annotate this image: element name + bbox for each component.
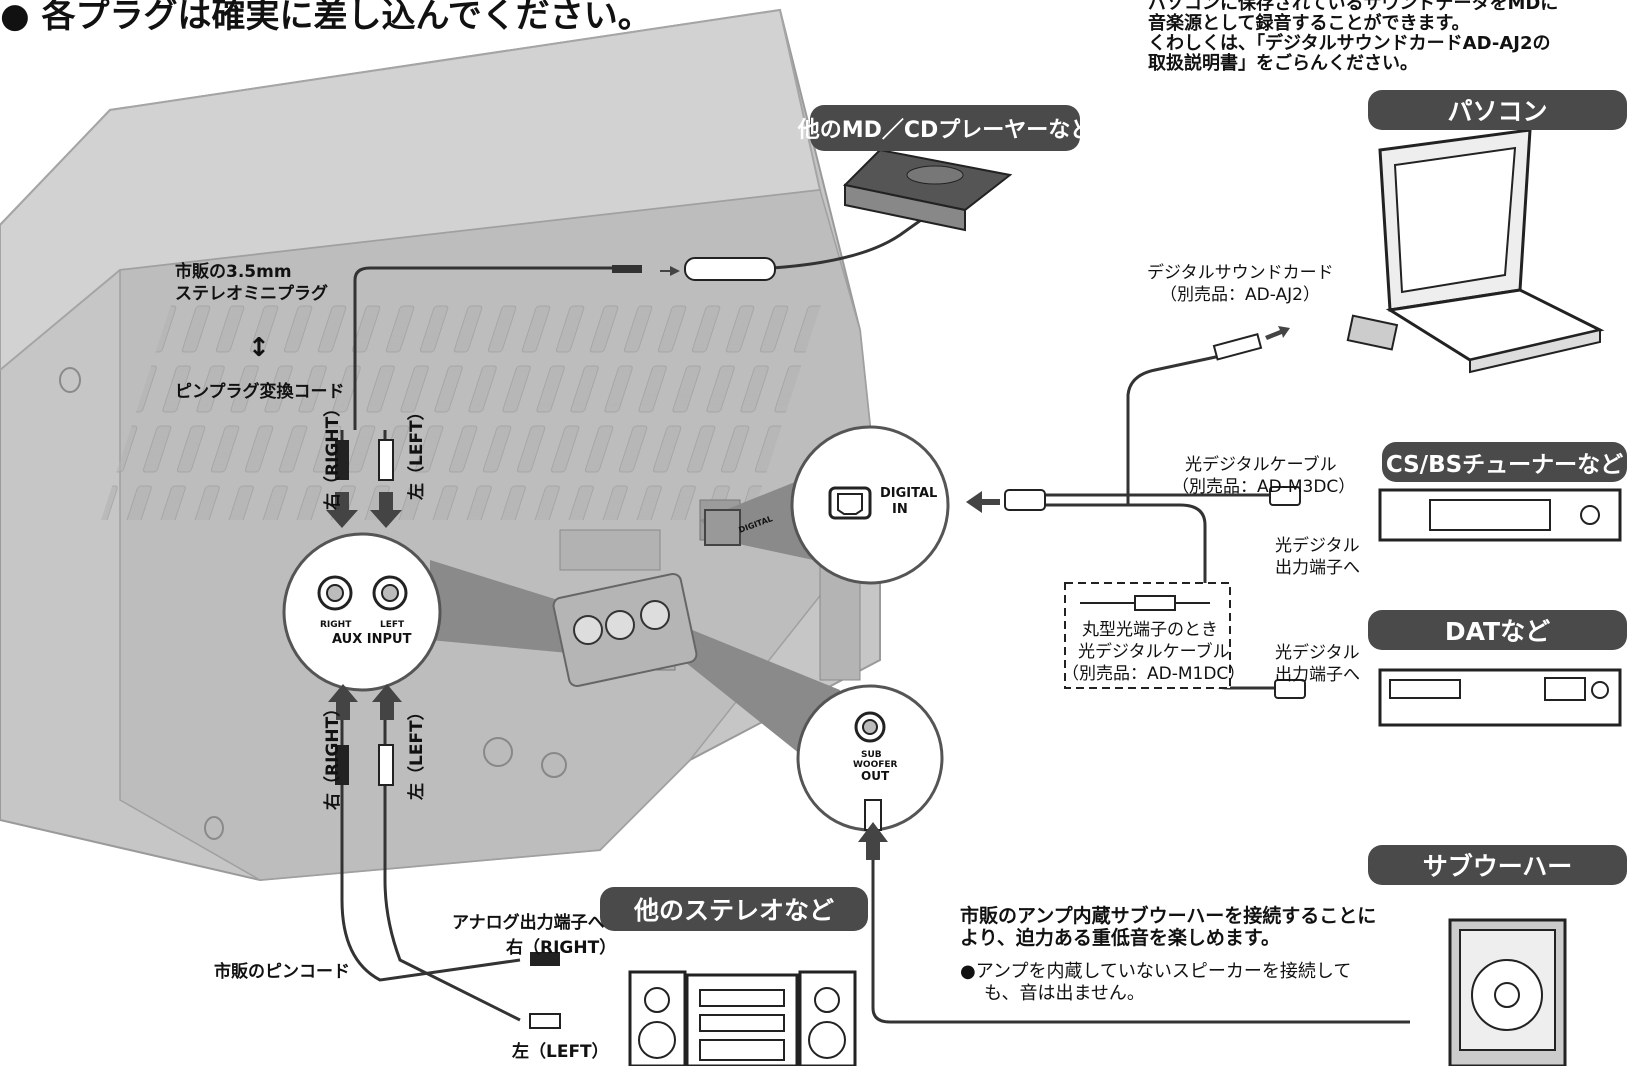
laptop-illustration xyxy=(1346,128,1605,374)
round-label-3: （別売品：AD-M1DC） xyxy=(1062,664,1246,684)
digital-in-text-2: IN xyxy=(892,502,908,517)
sub-note-line-2: より、迫力ある重低音を楽しめます。 xyxy=(960,927,1280,949)
tuner-illustration xyxy=(1378,488,1622,542)
aux-right-text: RIGHT xyxy=(320,620,352,630)
left-label-bottom: 左（LEFT） xyxy=(407,703,427,800)
sub-text-3: OUT xyxy=(861,769,890,783)
pc-note-line-1: パソコンに保存されているサウンドデータをMDに xyxy=(1148,0,1559,14)
tag-other-md-cd: 他のMD／CDプレーヤーなど xyxy=(798,105,1092,151)
plugs xyxy=(335,257,1306,1029)
tag-dat: DATなど xyxy=(1368,610,1627,650)
md-player-illustration xyxy=(842,148,1013,232)
right-out-label: 右（RIGHT） xyxy=(506,938,617,958)
sub-text-1: SUB xyxy=(861,750,882,760)
optical-cable-label-1: 光デジタルケーブル xyxy=(1185,455,1337,475)
pc-note-line-3: くわしくは、「デジタルサウンドカードAD-AJ2の xyxy=(1148,33,1551,54)
right-label-top: 右（RIGHT） xyxy=(323,399,343,510)
updown-arrow-icon: ↕ xyxy=(248,333,270,363)
pin-convert-label: ピンプラグ変換コード xyxy=(175,382,345,402)
plug-insert-note: ● 各プラグは確実に差し込んでください。 xyxy=(0,0,652,36)
optical-out-dat-label-2: 出力端子へ xyxy=(1275,665,1360,685)
round-cable-icon xyxy=(1080,595,1210,611)
tag-other-stereo: 他のステレオなど xyxy=(600,887,868,931)
mini-plug-label-2: ステレオミニプラグ xyxy=(175,284,328,304)
sound-card-label-1: デジタルサウンドカード xyxy=(1147,263,1334,283)
sub-text-2: WOOFER xyxy=(853,760,898,770)
stereo-illustration xyxy=(628,970,857,1066)
right-label-bottom: 右（RIGHT） xyxy=(323,699,343,810)
aux-input-magnifier xyxy=(282,532,442,692)
dat-illustration xyxy=(1378,668,1622,727)
pc-note-line-4: 取扱説明書」をごらんください。 xyxy=(1148,53,1418,74)
sub-note-line-1: 市販のアンプ内蔵サブウーハーを接続することに xyxy=(960,905,1377,927)
stereo-unit-illustration xyxy=(0,8,881,882)
optical-out-label-1: 光デジタル xyxy=(1275,536,1360,556)
sub-warn-line-1: ●アンプを内蔵していないスピーカーを接続して xyxy=(960,961,1352,982)
left-label-top: 左（LEFT） xyxy=(407,403,427,500)
optical-cable-label-2: （別売品：AD-M3DC） xyxy=(1172,477,1356,497)
pc-note-line-2: 音楽源として録音することができます。 xyxy=(1148,13,1470,34)
panel-jacks xyxy=(552,509,741,688)
analog-out-label: アナログ出力端子へ xyxy=(452,913,605,933)
direction-arrows xyxy=(326,266,1290,860)
tag-pc: パソコン xyxy=(1368,90,1627,130)
aux-left-text: LEFT xyxy=(380,620,405,630)
sound-card-label-2: （別売品：AD-AJ2） xyxy=(1160,285,1320,305)
optical-out-label-2: 出力端子へ xyxy=(1275,558,1360,578)
mini-plug-label-1: 市販の3.5mm xyxy=(175,262,292,282)
tag-subwoofer: サブウーハー xyxy=(1368,845,1627,885)
digital-in-text-1: DIGITAL xyxy=(880,486,938,501)
subwoofer-illustration xyxy=(1448,918,1567,1066)
sub-warn-line-2: も、音は出ません。 xyxy=(984,983,1145,1004)
optical-out-dat-label-1: 光デジタル xyxy=(1275,643,1360,663)
aux-input-text: AUX INPUT xyxy=(332,632,412,647)
round-label-1: 丸型光端子のとき xyxy=(1082,620,1218,640)
round-label-2: 光デジタルケーブル xyxy=(1078,642,1230,662)
pin-cord-label: 市販のピンコード xyxy=(214,962,350,982)
left-out-label: 左（LEFT） xyxy=(512,1042,609,1062)
tag-cs-bs: CS/BSチューナーなど xyxy=(1382,442,1627,482)
